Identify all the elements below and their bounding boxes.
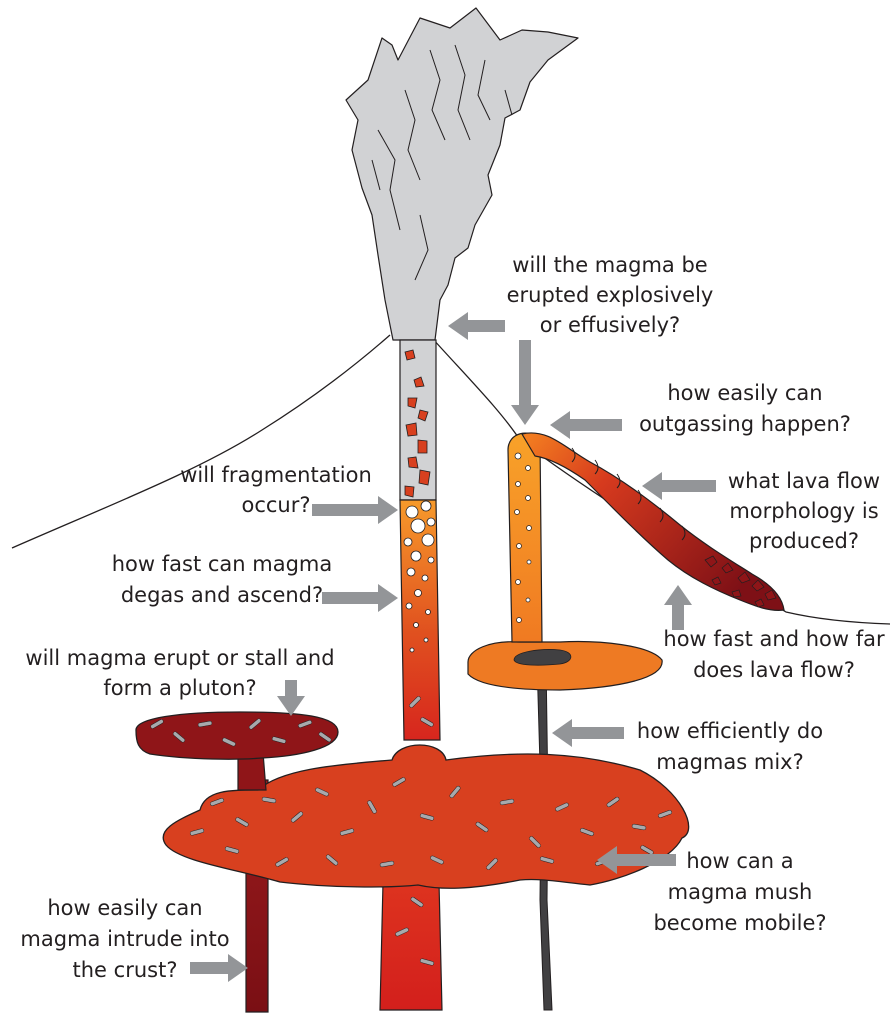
label-mush-line1: how can a: [686, 849, 793, 873]
arrow-degas: [322, 584, 398, 612]
label-degas-line1: how fast can magma: [112, 552, 333, 576]
label-mush-line3: become mobile?: [653, 911, 826, 935]
label-intrude-line2: magma intrude into: [20, 927, 229, 951]
arrow-mixing: [552, 719, 624, 747]
label-pluton-line1: will magma erupt or stall and: [25, 646, 334, 670]
arrow-intrude: [190, 954, 248, 982]
arrow-fragmentation: [312, 496, 398, 524]
upper-chamber: [468, 642, 662, 690]
lava-feeder-conduit: [508, 433, 542, 642]
volcano-left-flank: [12, 335, 390, 548]
upper-conduit: [400, 340, 436, 500]
label-lava-morph-line3: produced?: [749, 529, 859, 553]
label-pluton-line2: form a pluton?: [103, 676, 256, 700]
arrow-pluton: [277, 680, 305, 716]
label-fragmentation-line1: will fragmentation: [180, 463, 372, 487]
arrow-lava-morph: [642, 472, 716, 500]
label-mush-line2: magma mush: [668, 880, 813, 904]
label-degas-line2: degas and ascend?: [121, 583, 323, 607]
arrow-lava-flow: [664, 585, 692, 630]
label-outgassing-line1: how easily can: [667, 381, 822, 405]
arrow-outgassing: [550, 411, 622, 439]
label-lava-morph-line1: what lava flow: [728, 469, 880, 493]
arrow-explosive: [448, 312, 505, 340]
arrow-explosive-down: [511, 340, 539, 425]
label-outgassing-line2: outgassing happen?: [639, 412, 851, 436]
label-intrude-line1: how easily can: [47, 896, 202, 920]
pluton-sill: [136, 712, 338, 759]
label-explosive-line3: or effusively?: [540, 313, 680, 337]
label-fragmentation-line2: occur?: [241, 493, 310, 517]
label-explosive-line2: erupted explosively: [507, 283, 714, 307]
label-mixing-line2: magmas mix?: [656, 750, 803, 774]
label-lava-flow-line2: does lava flow?: [693, 658, 855, 682]
label-lava-morph-line2: morphology is: [729, 499, 878, 523]
label-mixing-line1: how efficiently do: [637, 719, 823, 743]
label-explosive-line1: will the magma be: [512, 253, 707, 277]
label-lava-flow-line1: how fast and how far: [663, 627, 885, 651]
label-intrude-line3: the crust?: [73, 958, 178, 982]
main-conduit: [400, 500, 440, 740]
